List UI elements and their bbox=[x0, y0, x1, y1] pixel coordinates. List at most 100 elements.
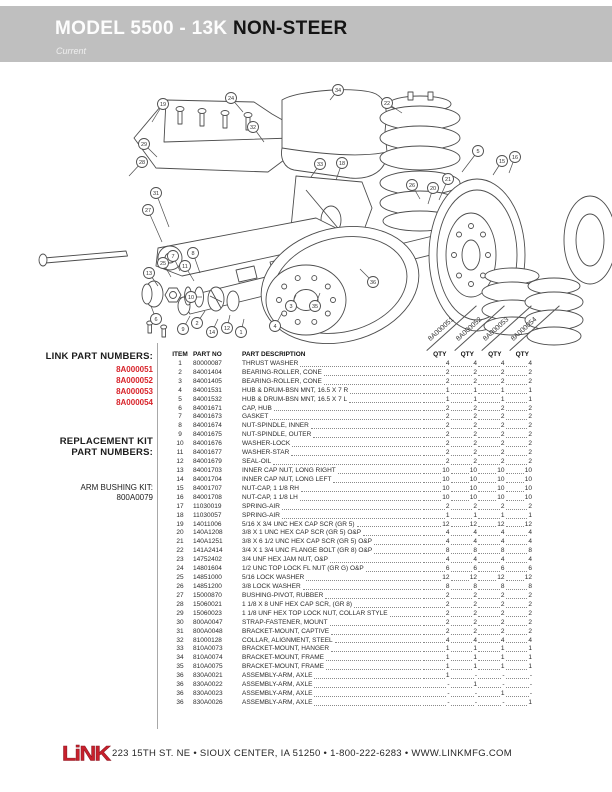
qty-cell: 8 bbox=[450, 583, 477, 592]
callout-balloon bbox=[142, 204, 154, 216]
callout-balloon bbox=[167, 250, 179, 262]
qty-cell: 4 bbox=[477, 529, 505, 538]
qty-cell: 10 bbox=[450, 494, 477, 503]
qty-cell: 2 bbox=[422, 369, 450, 378]
qty-cell: 2 bbox=[505, 619, 532, 628]
qty-cell: 2 bbox=[505, 601, 532, 610]
item-cell: 36 bbox=[176, 698, 184, 706]
qty-cell: 12 bbox=[450, 521, 477, 530]
footer-address: 223 15TH ST. NE • SIOUX CENTER, IA 51250… bbox=[112, 748, 512, 759]
qty-cell: 2 bbox=[450, 413, 477, 422]
page-title-model: MODEL 5500 - 13K bbox=[55, 18, 233, 39]
callout-balloon bbox=[309, 300, 321, 312]
callout-balloon bbox=[177, 323, 189, 335]
description-cell: NUT-SPINDLE, OUTER bbox=[242, 431, 312, 439]
item-cell: 19 bbox=[176, 520, 184, 528]
callout-number: 25 bbox=[160, 261, 166, 267]
qty-cell: 10 bbox=[450, 485, 477, 494]
callout-number: 13 bbox=[146, 271, 152, 277]
column-header-description: PART DESCRIPTION bbox=[242, 351, 306, 358]
qty-cell: 2 bbox=[450, 619, 477, 628]
qty-cell: 2 bbox=[422, 503, 450, 512]
dot-leader bbox=[300, 490, 421, 492]
dot-leader bbox=[331, 633, 421, 635]
arm-bushing-kit-label: ARM BUSHING KIT: bbox=[80, 482, 153, 492]
description-cell: STRAP-FASTENER, MOUNT bbox=[242, 618, 328, 626]
item-cell: 3 bbox=[178, 377, 182, 385]
qty-cell: 10 bbox=[505, 467, 532, 476]
description-cell: BEARING-ROLLER, CONE bbox=[242, 368, 322, 376]
description-cell: 1 1/8 X 8 UNF HEX CAP SCR, (GR 8) bbox=[242, 600, 353, 608]
callout-number: 33 bbox=[317, 162, 323, 168]
dot-leader bbox=[292, 446, 421, 448]
link-part-number: 8A000054 bbox=[116, 398, 153, 407]
qty-cell: 2 bbox=[450, 601, 477, 610]
description-cell: 1 1/8 UNF HEX TOP LOCK NUT, COLLAR STYLE bbox=[242, 609, 388, 617]
callout-number: 14 bbox=[209, 330, 215, 336]
qty-cell: 1 bbox=[505, 663, 532, 672]
part-no-cell: 830A0023 bbox=[193, 690, 223, 698]
qty-cell: 2 bbox=[422, 413, 450, 422]
qty-cell: 4 bbox=[505, 529, 532, 538]
callout-balloon bbox=[225, 92, 237, 104]
item-cell: 32 bbox=[176, 636, 184, 644]
page-title-type: NON-STEER bbox=[232, 18, 348, 39]
dot-leader bbox=[306, 579, 421, 581]
callout-number: 4 bbox=[273, 324, 276, 330]
description-cell: BUSHING-PIVOT, RUBBER bbox=[242, 591, 324, 599]
callout-number: 24 bbox=[228, 96, 234, 102]
dot-leader bbox=[389, 615, 421, 617]
item-cell: 12 bbox=[176, 458, 184, 466]
callout-number: 22 bbox=[384, 101, 390, 107]
qty-cell: 1 bbox=[450, 663, 477, 672]
item-cell: 26 bbox=[176, 582, 184, 590]
dot-leader bbox=[281, 508, 421, 510]
description-cell: HUB & DRUM-BSN MNT, 16.5 X 7 L bbox=[242, 395, 348, 403]
callout-number: 6 bbox=[154, 317, 157, 323]
qty-cell: 2 bbox=[477, 431, 505, 440]
callout-balloon bbox=[136, 156, 148, 168]
qty-cell: 2 bbox=[505, 440, 532, 449]
dot-leader bbox=[314, 678, 421, 680]
part-no-cell: 140A1251 bbox=[193, 538, 223, 546]
qty-cell: 2 bbox=[505, 431, 532, 440]
qty-cell: 12 bbox=[450, 574, 477, 583]
qty-cell: 2 bbox=[450, 449, 477, 458]
qty-cell: 4 bbox=[505, 637, 532, 646]
item-cell: 34 bbox=[176, 654, 184, 662]
page-title: MODEL 5500 - 13K NON-STEER bbox=[55, 18, 348, 40]
description-cell: SEAL-OIL bbox=[242, 458, 272, 466]
item-cell: 18 bbox=[176, 511, 184, 519]
qty-cell: 2 bbox=[450, 458, 477, 467]
description-cell: WASHER-STAR bbox=[242, 449, 290, 457]
part-no-cell: 15000870 bbox=[193, 591, 222, 599]
qty-cell: 2 bbox=[477, 405, 505, 414]
callout-number: 12 bbox=[224, 326, 230, 332]
qty-cell: 1 bbox=[505, 654, 532, 663]
dot-leader bbox=[323, 383, 421, 385]
item-cell: 8 bbox=[178, 422, 182, 430]
sidebar: LINK PART NUMBERS: 8A000051 8A000052 8A0… bbox=[40, 351, 153, 504]
qty-cell: 4 bbox=[505, 556, 532, 565]
qty-cell: 1 bbox=[450, 654, 477, 663]
callout-balloon bbox=[472, 145, 484, 157]
qty-cell: - bbox=[505, 690, 532, 699]
callout-balloon bbox=[442, 173, 454, 185]
dot-leader bbox=[329, 562, 421, 564]
callout-number: 20 bbox=[430, 186, 436, 192]
callout-number: 16 bbox=[512, 155, 518, 161]
part-no-cell: 830A0026 bbox=[193, 698, 223, 706]
column-header-qty-2: QTY bbox=[460, 351, 474, 358]
qty-cell: - bbox=[505, 681, 532, 690]
callout-number: 35 bbox=[312, 304, 318, 310]
callout-number: 31 bbox=[153, 191, 159, 197]
qty-cell: 4 bbox=[477, 556, 505, 565]
